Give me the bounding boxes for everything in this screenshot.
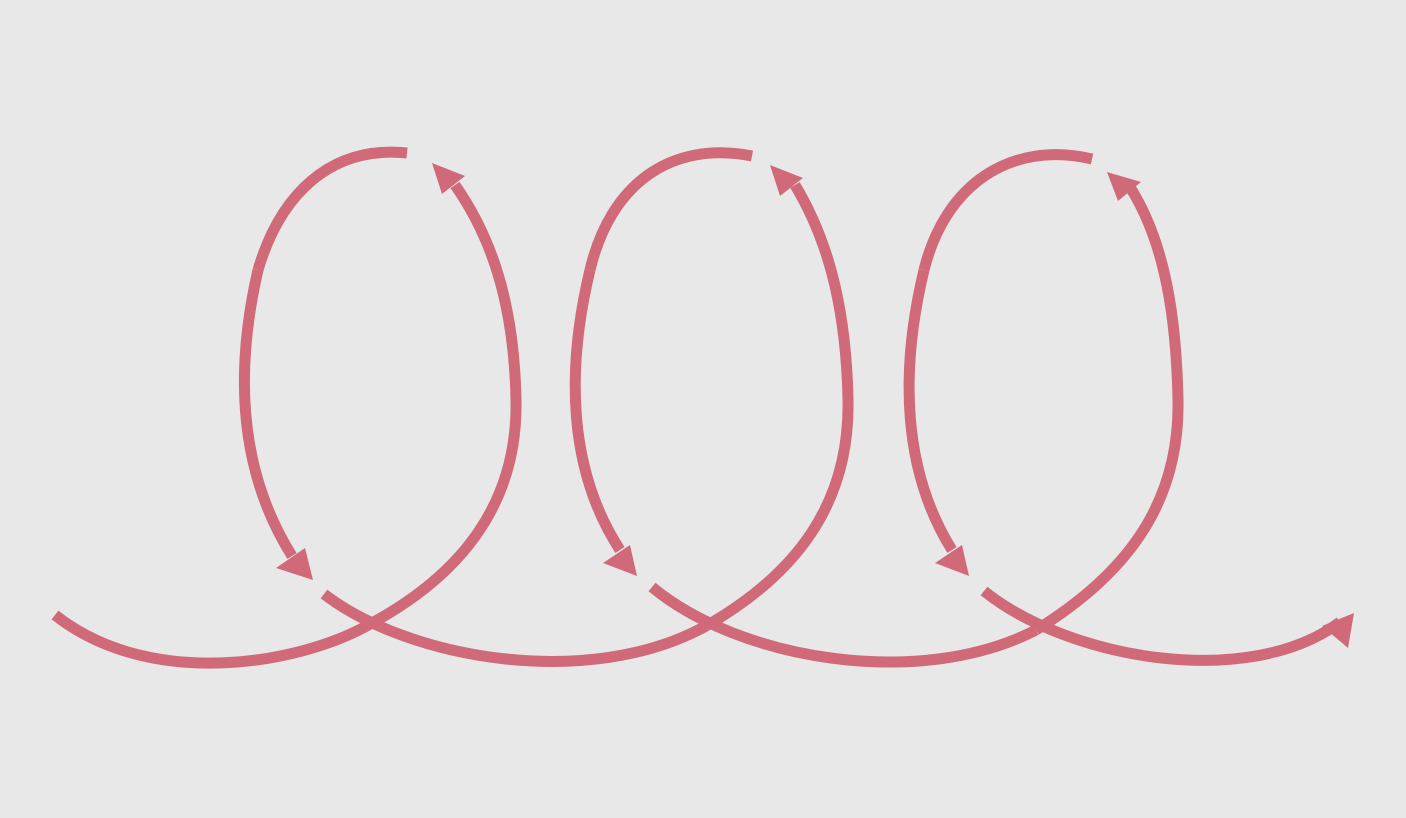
loop-2-rising-segment: [703, 182, 854, 631]
loop-3-bottom-segment: [980, 586, 1344, 666]
loop-3-up-arrowhead: [1107, 172, 1141, 201]
loop-1-bottom-segment: [320, 589, 709, 667]
entry-tail-segment: [51, 610, 375, 669]
loop-1-up-arrowhead: [432, 163, 465, 194]
loop-3-down-arrowhead: [935, 545, 969, 576]
loop-3-rising-segment: [1033, 184, 1184, 635]
loop-3-descending-segment: [903, 268, 957, 553]
loop-2-bottom-segment: [648, 582, 1039, 668]
loop-1-descending-segment: [238, 268, 297, 559]
loop-3-top-segment: [918, 149, 1094, 272]
loop-2-descending-segment: [569, 268, 625, 553]
loop-2-top-segment: [584, 147, 754, 272]
exit-right-arrowhead: [1322, 613, 1354, 648]
loop-1-top-segment: [252, 146, 408, 272]
loop-2-up-arrowhead: [770, 165, 803, 196]
loop-1-rising-segment: [369, 181, 522, 628]
loop-2-down-arrowhead: [603, 545, 637, 576]
loop-1-down-arrowhead: [276, 548, 313, 580]
